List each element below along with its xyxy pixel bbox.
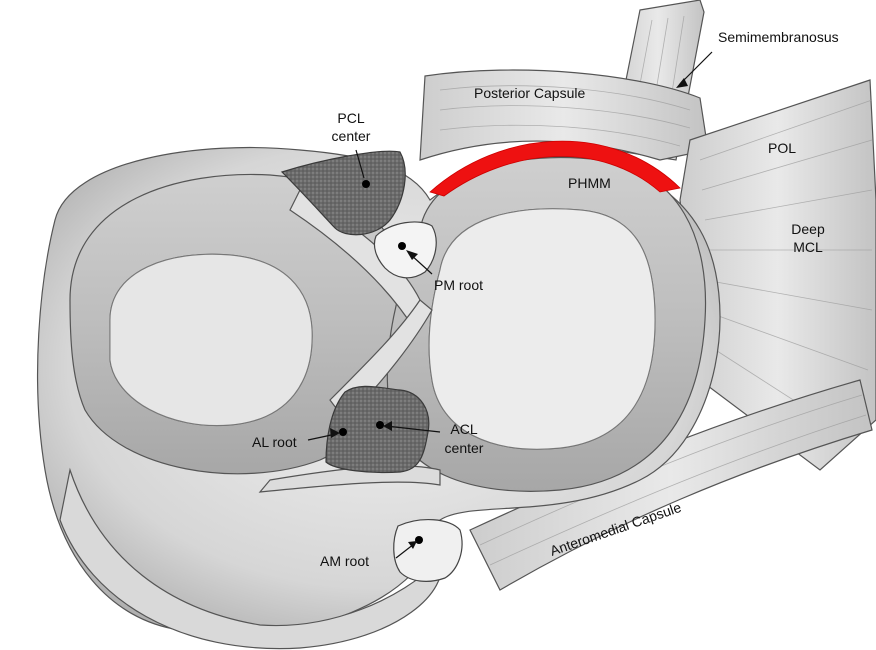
label-al-root: AL root bbox=[252, 434, 297, 450]
am-root-dot bbox=[415, 536, 423, 544]
semimembranosus-arrow bbox=[679, 51, 713, 85]
am-root-arrowhead bbox=[408, 541, 417, 549]
label-acl-center-1: ACL bbox=[450, 421, 477, 437]
label-pcl-center-1: PCL bbox=[337, 110, 364, 126]
label-pcl-center-2: center bbox=[332, 128, 371, 144]
medial-meniscus bbox=[386, 157, 707, 492]
label-acl-center-2: center bbox=[445, 440, 484, 456]
acl-center-arrowhead bbox=[383, 421, 392, 431]
pm-root-dot bbox=[398, 242, 406, 250]
anteromedial-capsule bbox=[469, 379, 873, 591]
lateral-meniscus bbox=[69, 173, 407, 475]
am-root-arrow bbox=[395, 543, 415, 559]
label-semimembranosus: Semimembranosus bbox=[718, 29, 839, 45]
label-pol: POL bbox=[768, 140, 796, 156]
posterior-capsule bbox=[419, 69, 709, 161]
label-pm-root: PM root bbox=[434, 277, 483, 293]
acl-center-arrow bbox=[385, 425, 441, 433]
label-deep-mcl-2: MCL bbox=[793, 239, 823, 255]
pm-root-arrowhead bbox=[406, 250, 418, 260]
acl-footprint bbox=[325, 385, 430, 474]
label-phmm: PHMM bbox=[568, 175, 611, 191]
phmm-highlight bbox=[429, 140, 681, 197]
al-root-arrowhead bbox=[330, 428, 340, 438]
acl-center-dot bbox=[376, 421, 384, 429]
am-root-attachment bbox=[393, 519, 463, 582]
semimembranosus-arrowhead bbox=[676, 78, 688, 88]
label-am-root: AM root bbox=[320, 553, 369, 569]
pcl-center-dot bbox=[362, 180, 370, 188]
pcl-leader bbox=[355, 149, 365, 179]
label-posterior-capsule: Posterior Capsule bbox=[474, 85, 585, 101]
label-deep-mcl-1: Deep bbox=[791, 221, 825, 237]
al-root-dot bbox=[339, 428, 347, 436]
